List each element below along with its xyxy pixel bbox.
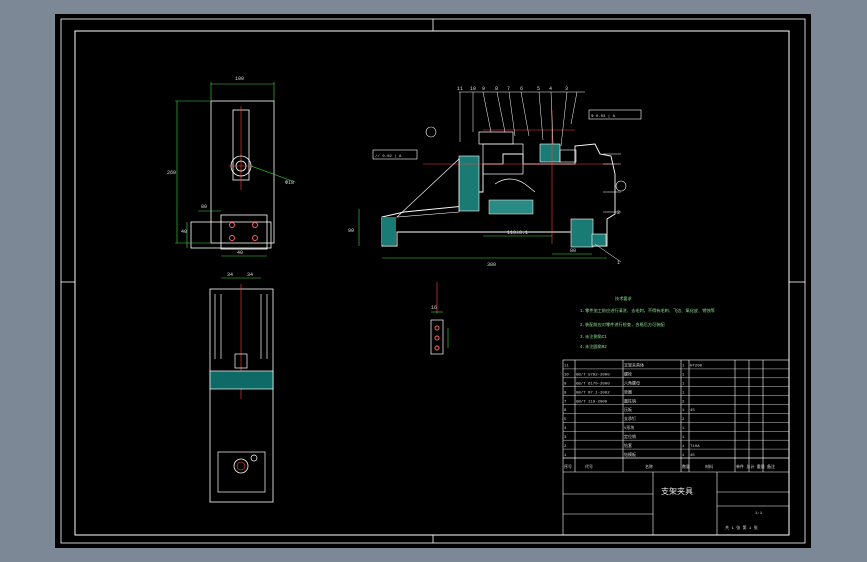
centering-marks	[61, 19, 805, 543]
tolerance-position: Φ 0.03 | A	[591, 114, 616, 119]
bom-cell: 1	[682, 445, 685, 449]
bom-cell: 11	[564, 365, 569, 369]
dim-top-left-a: 80	[201, 204, 207, 210]
bom-header: 备注	[767, 463, 775, 470]
dim-top-bottom: 40	[237, 250, 243, 256]
dim-top-dia: Φ18	[285, 180, 294, 186]
notes-heading: 技术要求	[615, 295, 633, 302]
balloon-7: 7	[507, 86, 510, 92]
dim-main-center: 110±0.1	[507, 230, 528, 236]
bom-cell: 1	[682, 374, 685, 378]
balloon-8: 8	[495, 86, 498, 92]
balloon-9: 9	[482, 86, 485, 92]
bom-cell: 8	[564, 391, 567, 395]
balloon-1: 1	[617, 260, 620, 266]
bom-header: 材料	[705, 463, 713, 470]
notes-line-3: 3.未注倒角C1	[580, 333, 607, 340]
bom-cell: 6	[564, 409, 567, 413]
bom-cell: 钻套	[624, 442, 632, 449]
bom-cell: 1	[682, 383, 685, 387]
bom-header: 单件 总计 重量	[736, 463, 765, 470]
bom-cell: HT200	[690, 365, 703, 369]
side-view	[209, 277, 274, 503]
bom-header: 序号	[564, 463, 572, 470]
bom-cell: GB/T 119-2000	[576, 399, 608, 404]
balloon-10: 10	[470, 86, 476, 92]
bom-header: 数量	[682, 463, 690, 470]
dim-side-b: 34	[247, 272, 253, 278]
outer-frame	[60, 18, 806, 544]
notes-line-1: 1.零件加工前应进行清洗、去毛刺，不得有毛刺、飞边、氧化皮、锈蚀等	[580, 307, 715, 314]
balloon-5: 5	[537, 86, 540, 92]
bom-cell: 圆柱销	[624, 397, 636, 404]
bom-cell: 1	[682, 409, 685, 413]
bom-cell: 垫圈	[624, 388, 632, 395]
bom-cell: 9	[564, 383, 567, 387]
balloon-2: 2	[617, 210, 620, 216]
bom-cell: 1	[682, 365, 685, 369]
bom-cell: 1	[682, 427, 685, 431]
bom-cell: 2	[682, 418, 685, 422]
bom-cell: 3	[564, 436, 567, 440]
bom-cell: 5	[564, 418, 567, 422]
bom-cell: 2	[564, 445, 567, 449]
bom-cell: 10	[564, 374, 569, 378]
dim-top-left-b: 40	[181, 229, 187, 235]
part-balloons: 11 10 9 8 7 6 5 4 3 2 1	[457, 86, 620, 266]
dim-top-height: 260	[167, 170, 176, 176]
drawing-title: 支架夹具	[661, 486, 693, 496]
bom-cell: 1	[564, 454, 567, 458]
balloon-4: 4	[549, 86, 552, 92]
bom-cell: 六角螺母	[624, 380, 640, 387]
dim-main-right: 80	[570, 248, 576, 254]
notes-line-4: 4.未注圆角R2	[580, 343, 607, 350]
bom-header: 名称	[645, 463, 653, 470]
main-view	[358, 91, 642, 263]
balloon-11: 11	[457, 86, 463, 92]
bom-cell: GB/T 5782-2000	[576, 373, 610, 378]
scale-value: 1:1	[755, 512, 763, 516]
bom-header: 代号	[585, 463, 593, 470]
dim-detail-top: 16	[431, 305, 437, 311]
bom-cell: 螺栓	[624, 371, 632, 378]
notes-line-2: 2.装配前应对零件进行检查，合格后方可装配	[580, 321, 665, 328]
bom-cell: 2	[682, 400, 685, 404]
bom-cell: GB/T 6170-2000	[576, 382, 610, 387]
top-view	[175, 82, 296, 257]
dim-main-height: 90	[348, 228, 354, 234]
bom-cell: GB/T 97.1-2002	[576, 390, 610, 395]
bom-cell: 4	[564, 427, 567, 431]
bom-cell: 7	[564, 400, 567, 404]
tolerance-parallel: // 0.02 | A	[375, 154, 402, 159]
bom-cell: 1	[682, 436, 685, 440]
dim-main-base: 380	[487, 262, 496, 268]
bom-cell: 支架夹具体	[624, 362, 644, 369]
bom-cell: 钻模板	[624, 451, 636, 458]
sheet-count: 共 1 张 第 1 张	[725, 524, 758, 531]
bom-cell: 1	[682, 454, 685, 458]
bom-cell: 支承钉	[624, 415, 636, 422]
technical-notes: 技术要求 1.零件加工前应进行清洗、去毛刺，不得有毛刺、飞边、氧化皮、锈蚀等 2…	[580, 295, 715, 350]
bom-cell: 45	[690, 409, 695, 413]
detail-view	[430, 282, 449, 355]
cad-drawing: 100 260 Φ18 80 40 40 34 34	[60, 18, 806, 544]
drawing-sheet: 100 260 Φ18 80 40 40 34 34	[55, 14, 811, 548]
inner-frame	[74, 30, 790, 536]
balloon-6: 6	[520, 86, 523, 92]
bom-cell: 压板	[624, 406, 632, 413]
balloon-3: 3	[565, 86, 568, 92]
bom-cell: 1	[682, 391, 685, 395]
dim-top-width: 100	[235, 76, 244, 82]
bom-cell: T10A	[690, 445, 700, 449]
bom-cell: 45	[690, 454, 695, 458]
bom-cell: 定位销	[624, 433, 636, 440]
dim-side-a: 34	[227, 272, 233, 278]
bom-cell: V形块	[624, 424, 634, 431]
